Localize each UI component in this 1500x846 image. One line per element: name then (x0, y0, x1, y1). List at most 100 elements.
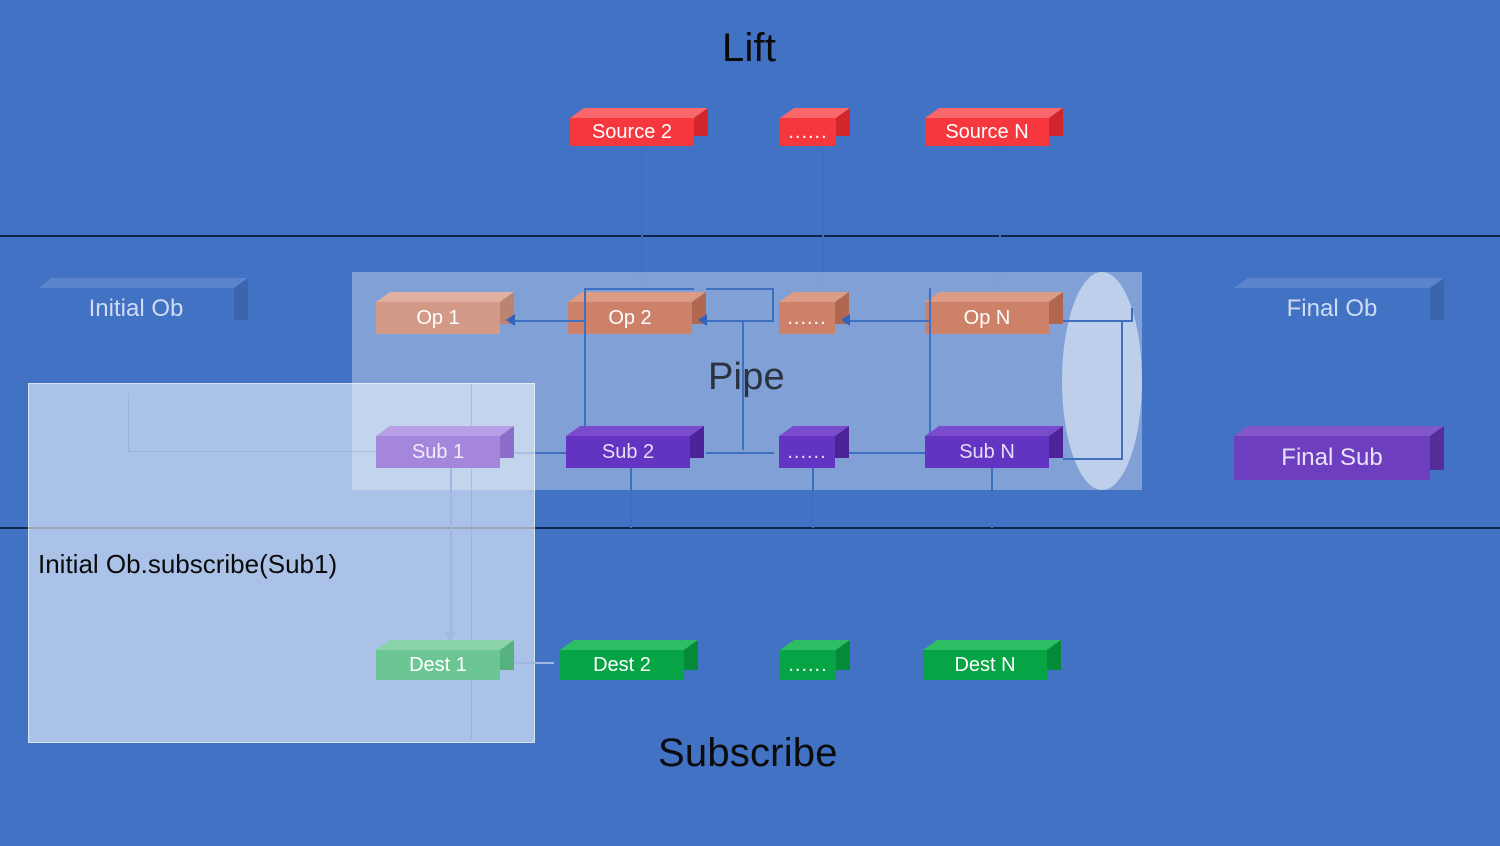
block-label: ...... (780, 118, 836, 146)
block-top-face (1234, 278, 1444, 288)
wire-sub2-to-dest2 (630, 468, 632, 528)
block-top-face (923, 640, 1061, 650)
block-op-ellipsis[interactable]: ...... (779, 292, 849, 334)
block-label: Sub 2 (566, 436, 690, 468)
wire-op2-feed-riser (772, 288, 774, 322)
block-dest-2[interactable]: Dest 2 (560, 640, 698, 680)
wire-subn-to-cap (1063, 458, 1123, 460)
arrow-sourcen-to-opn (993, 277, 1005, 286)
block-source-2[interactable]: Source 2 (570, 108, 708, 146)
block-label: Initial Ob (38, 288, 234, 330)
arrow-into-op-ellipsis (841, 314, 850, 326)
wire-op2-feed-top (706, 288, 774, 290)
divider-lift-pipe (0, 235, 1500, 237)
wire-op1-feed (514, 320, 586, 322)
block-op-1[interactable]: Op 1 (376, 292, 514, 334)
block-top-face (376, 426, 514, 436)
block-label: Dest 2 (560, 650, 684, 680)
block-final-subscriber[interactable]: Final Sub (1234, 426, 1444, 480)
block-op-2[interactable]: Op 2 (568, 292, 706, 334)
block-initial-observable[interactable]: Initial Ob (38, 278, 248, 330)
wire-sub1-out (514, 452, 586, 454)
block-side-face (1430, 278, 1444, 320)
block-top-face (570, 108, 708, 118)
wire-op1-feed-top (584, 288, 694, 290)
arrow-into-op-2 (698, 314, 707, 326)
arrow-sourcedots-to-opdots (816, 277, 828, 286)
arrow-sub1-to-dest1 (444, 632, 456, 641)
block-side-face (1049, 292, 1063, 324)
block-top-face (925, 292, 1063, 302)
wire-op1-feed-riser (584, 288, 586, 322)
block-label: Op 1 (376, 302, 500, 334)
block-top-face (376, 640, 514, 650)
arrow-into-op-1 (506, 314, 515, 326)
block-side-face (690, 426, 704, 458)
wire-subn-to-destn (991, 468, 993, 528)
block-label: Source N (925, 118, 1049, 146)
block-op-n[interactable]: Op N (925, 292, 1063, 334)
block-top-face (560, 640, 698, 650)
wire-dest1-out (514, 662, 554, 664)
block-side-face (684, 640, 698, 670)
block-top-face (925, 108, 1063, 118)
block-side-face (1049, 426, 1063, 458)
ghost-line-vertical (128, 394, 129, 452)
block-label: ...... (779, 436, 835, 468)
block-dest-1[interactable]: Dest 1 (376, 640, 514, 680)
section-title-pipe: Pipe (708, 356, 785, 398)
wire-sub2-out (706, 452, 774, 454)
block-sub-n[interactable]: Sub N (925, 426, 1063, 468)
wire-subdots-to-destdots (812, 468, 814, 528)
block-label: ...... (779, 302, 835, 334)
block-top-face (566, 426, 704, 436)
wire-opdots-down-to-sub (929, 322, 931, 450)
wire-sub1-to-dest1 (450, 468, 452, 635)
wire-op1-down-to-sub (584, 322, 586, 450)
block-label: Sub N (925, 436, 1049, 468)
block-label: Source 2 (570, 118, 694, 146)
block-side-face (500, 640, 514, 670)
block-dest-ellipsis[interactable]: ...... (780, 640, 850, 680)
block-final-observable[interactable]: Final Ob (1234, 278, 1444, 330)
block-side-face (500, 426, 514, 458)
block-top-face (376, 292, 514, 302)
block-label: Dest 1 (376, 650, 500, 680)
block-label: Dest N (923, 650, 1047, 680)
wire-sourcedots-to-opdots (822, 148, 824, 279)
block-sub-2[interactable]: Sub 2 (566, 426, 704, 468)
wire-op2-feed (706, 320, 774, 322)
block-source-n[interactable]: Source N (925, 108, 1063, 146)
block-top-face (779, 292, 849, 302)
block-label: ...... (780, 650, 836, 680)
wire-opdots-feed-riser (929, 288, 931, 322)
block-top-face (568, 292, 706, 302)
wire-opdots-feed (849, 320, 931, 322)
block-dest-n[interactable]: Dest N (923, 640, 1061, 680)
block-top-face (1234, 426, 1444, 436)
block-sub-ellipsis[interactable]: ...... (779, 426, 849, 468)
block-side-face (234, 278, 248, 320)
wire-sourcen-to-opn (999, 148, 1001, 279)
wire-opn-down-to-sub (1121, 322, 1123, 458)
wire-source2-to-op2 (641, 148, 643, 279)
block-label: Final Ob (1234, 288, 1430, 330)
section-title-lift: Lift (722, 26, 777, 70)
wire-opn-cap-riser (1131, 308, 1133, 322)
block-side-face (1430, 426, 1444, 470)
pipe-cylinder-cap (1062, 272, 1142, 490)
block-top-face (38, 278, 248, 288)
wire-opn-to-cap (1063, 320, 1133, 322)
block-top-face (780, 640, 850, 650)
block-top-face (780, 108, 850, 118)
block-side-face (836, 640, 850, 670)
block-side-face (1047, 640, 1061, 670)
block-label: Op 2 (568, 302, 692, 334)
block-side-face (835, 426, 849, 458)
block-source-ellipsis[interactable]: ...... (780, 108, 850, 146)
wire-op2-down-to-sub (742, 322, 744, 450)
block-sub-1-highlighted[interactable]: Sub 1 (376, 426, 514, 468)
ghost-line-horizontal (128, 451, 458, 452)
divider-pipe-subscribe (0, 527, 1500, 529)
